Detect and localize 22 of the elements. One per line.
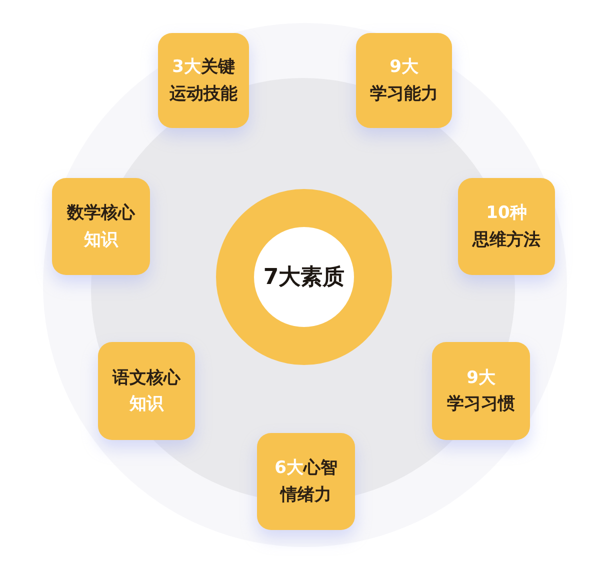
card-label: 6大心智 xyxy=(274,458,338,478)
quality-card xyxy=(98,342,195,440)
card-label: 数学核心 xyxy=(67,203,135,224)
quality-card xyxy=(158,33,249,128)
quality-card xyxy=(356,33,452,128)
card-label: 思维方法 xyxy=(472,230,540,250)
quality-card xyxy=(432,342,530,440)
card-label: 语文核心 xyxy=(112,368,180,388)
card-label: 知识 xyxy=(84,230,118,250)
card-label: 学习能力 xyxy=(370,84,438,104)
quality-card xyxy=(52,178,150,275)
center-label: 7大素质 xyxy=(263,264,345,292)
card-label: 学习习惯 xyxy=(447,394,515,414)
card-label: 运动技能 xyxy=(170,84,238,104)
card-label: 3大关键 xyxy=(172,57,235,78)
card-label: 9大 xyxy=(390,57,418,78)
card-label: 知识 xyxy=(130,394,164,414)
quality-card xyxy=(458,178,555,275)
card-label: 10种 xyxy=(486,203,527,224)
quality-card xyxy=(257,433,355,530)
card-label: 9大 xyxy=(466,368,496,388)
card-label: 情绪力 xyxy=(280,484,332,505)
